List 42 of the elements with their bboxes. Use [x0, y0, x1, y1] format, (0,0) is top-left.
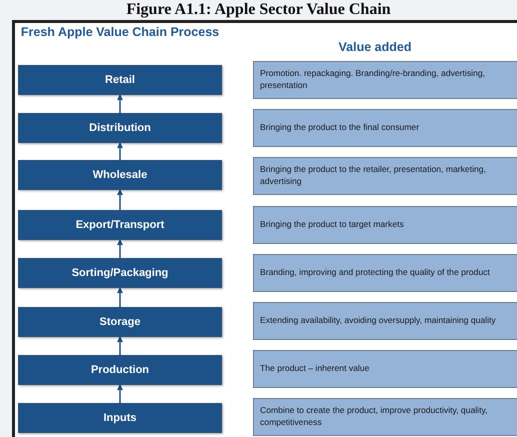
process-box	[18, 403, 222, 433]
arrow	[117, 189, 123, 210]
box-text: Retail	[105, 74, 135, 86]
value-box	[253, 254, 517, 292]
column-heading: Fresh Apple Value Chain Process	[20, 25, 220, 40]
value-box	[253, 157, 517, 195]
process-box	[18, 160, 222, 190]
value-box	[253, 350, 517, 388]
box-text: Sorting/Packaging	[72, 267, 168, 279]
box-text: Extending availability, avoiding oversupply, maintaining quality	[260, 315, 496, 327]
process-box	[18, 65, 222, 95]
process-box	[18, 210, 222, 240]
box-text: Export/Transport	[76, 219, 164, 231]
value-box	[253, 206, 517, 244]
process-box	[18, 113, 222, 143]
box-text: Bringing the product to the final consumer	[260, 122, 420, 134]
column-heading: Value added	[338, 40, 412, 55]
box-text: Combine to create the product, improve productivity, quality, competitiveness	[260, 405, 489, 429]
value-box	[253, 398, 517, 436]
box-text: Production	[90, 364, 150, 376]
box-text: Inputs	[104, 412, 136, 424]
arrow	[117, 384, 123, 403]
box-text: Wholesale	[92, 169, 148, 181]
box-text: Promotion. repackaging. Branding/re-branding, advertising, presentation	[260, 68, 486, 92]
box-text: Bringing the product to target markets	[260, 219, 404, 231]
value-box	[253, 109, 517, 147]
box-text: The product – inherent value	[260, 363, 370, 375]
process-box	[18, 258, 222, 288]
box-text: Branding, improving and protecting the quality of the product	[260, 267, 490, 279]
value-box	[253, 61, 517, 99]
arrow	[117, 142, 123, 160]
arrow	[117, 94, 123, 113]
value-box	[253, 302, 517, 340]
figure-title: Figure A1.1: Apple Sector Value Chain	[125, 1, 392, 19]
box-text: Storage	[100, 316, 140, 328]
arrow	[117, 287, 123, 307]
box-text: Bringing the product to the retailer, presentation, marketing, advertising	[260, 164, 487, 188]
arrow	[117, 239, 123, 258]
box-text: Distribution	[89, 122, 151, 134]
process-box	[18, 355, 222, 385]
arrow	[117, 336, 123, 355]
process-box	[18, 307, 222, 337]
